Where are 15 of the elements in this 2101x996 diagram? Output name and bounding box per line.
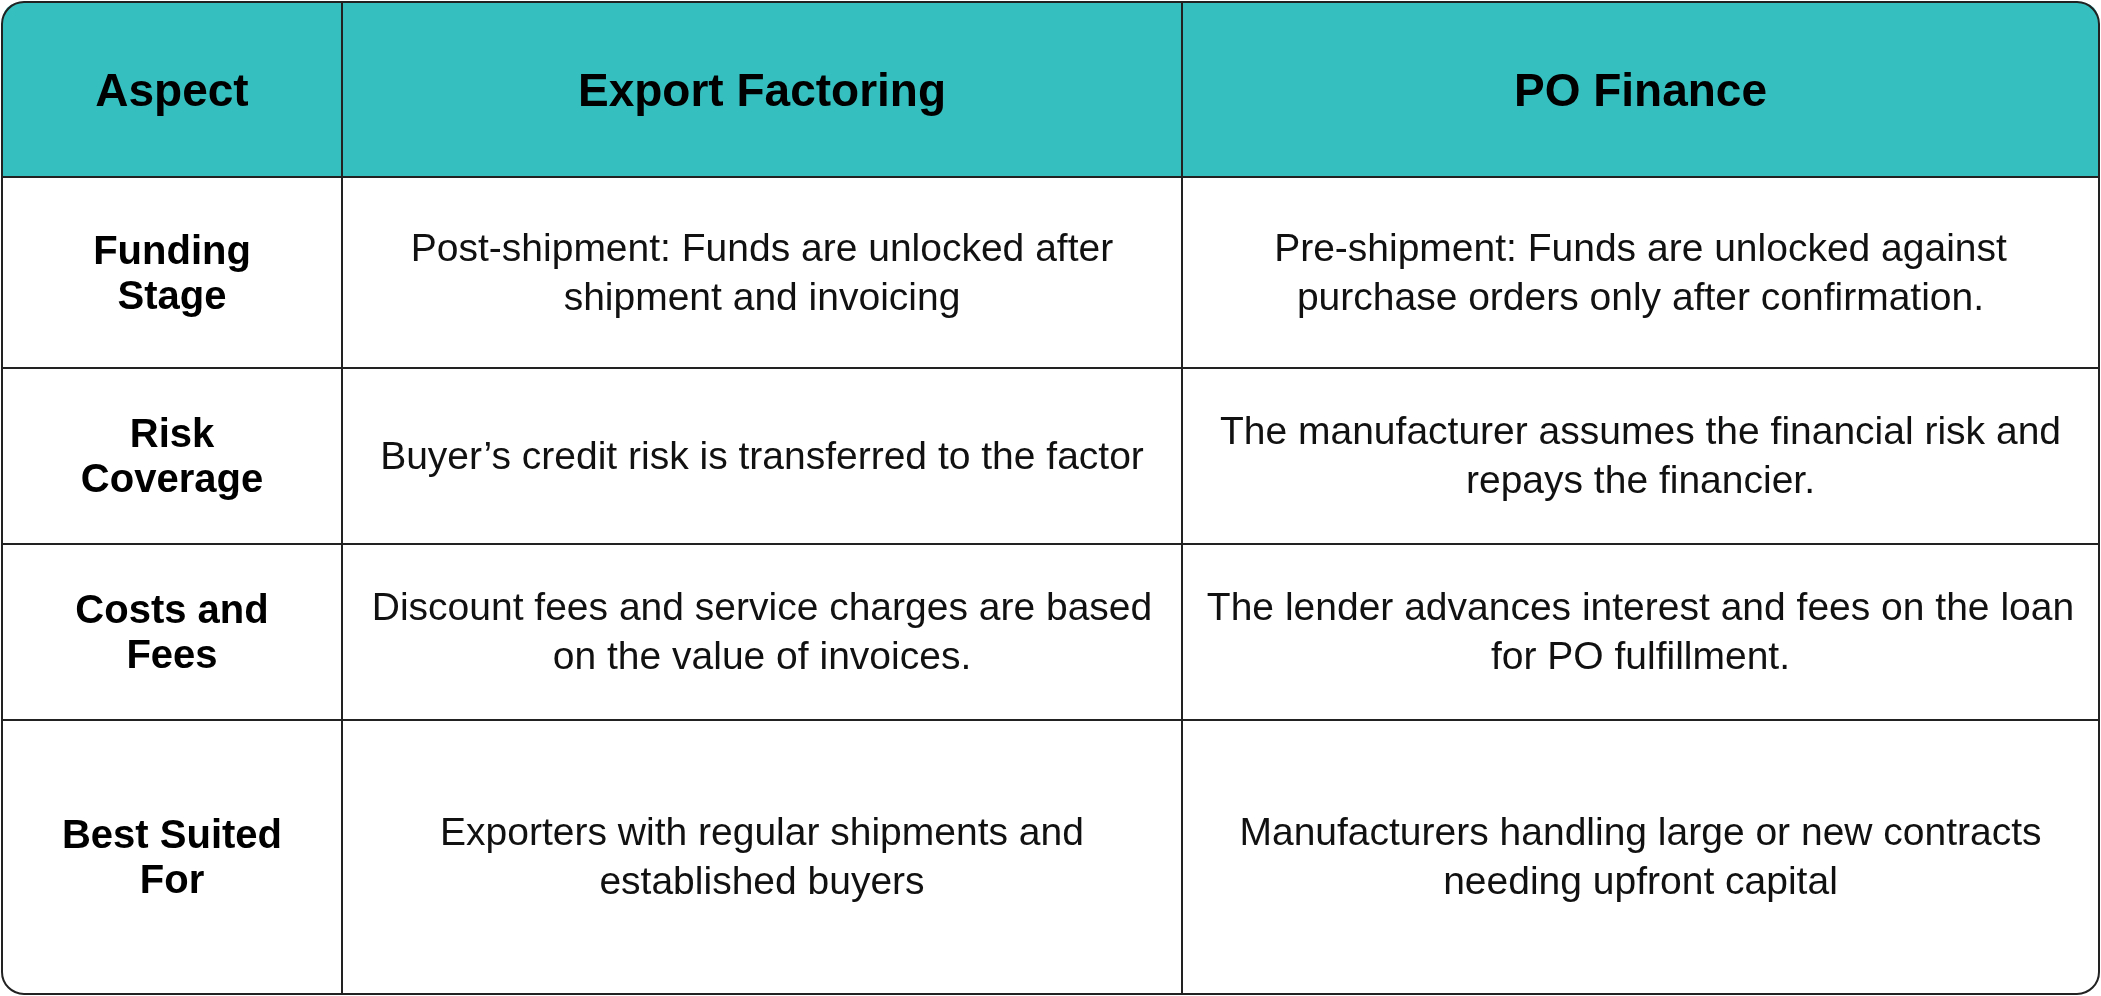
- table-text: Discount fees and service charges are based on the value of invoices.: [370, 584, 1154, 679]
- table-text: Exporters with regular shipments and established buyers: [439, 809, 1085, 904]
- column-header: Aspect: [95, 62, 249, 117]
- table-text: Buyer’s credit risk is transferred to the factor: [380, 432, 1144, 479]
- row-header: Costs and Fees: [74, 587, 270, 677]
- column-header: PO Finance: [1513, 62, 1768, 117]
- row-header: Funding Stage: [92, 227, 252, 318]
- table-text: Pre-shipment: Funds are unlocked against purchase orders only after confirmation.: [1273, 224, 2008, 320]
- table-text: The lender advances interest and fees on the loan for PO fulfillment.: [1205, 584, 2076, 679]
- row-header: Best Suited For: [60, 812, 283, 902]
- column-header: Export Factoring: [578, 62, 946, 117]
- table-text: Post-shipment: Funds are unlocked after shipment and invoicing: [409, 224, 1115, 320]
- row-header: Risk Coverage: [79, 411, 265, 501]
- table-text: Manufacturers handling large or new contracts needing upfront capital: [1238, 809, 2043, 904]
- table-text: The manufacturer assumes the financial risk and repays the financier.: [1218, 408, 2063, 503]
